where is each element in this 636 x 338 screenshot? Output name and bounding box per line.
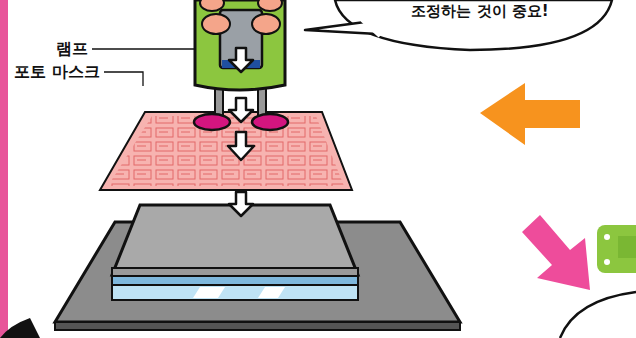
part-label: 램프 xyxy=(56,40,88,58)
part-label: 포토 마스크 xyxy=(14,63,100,81)
bubble-text: 조정하는 것이 중요! xyxy=(411,3,548,20)
speech-bubble: 조정하는 것이 중요! xyxy=(411,3,548,20)
